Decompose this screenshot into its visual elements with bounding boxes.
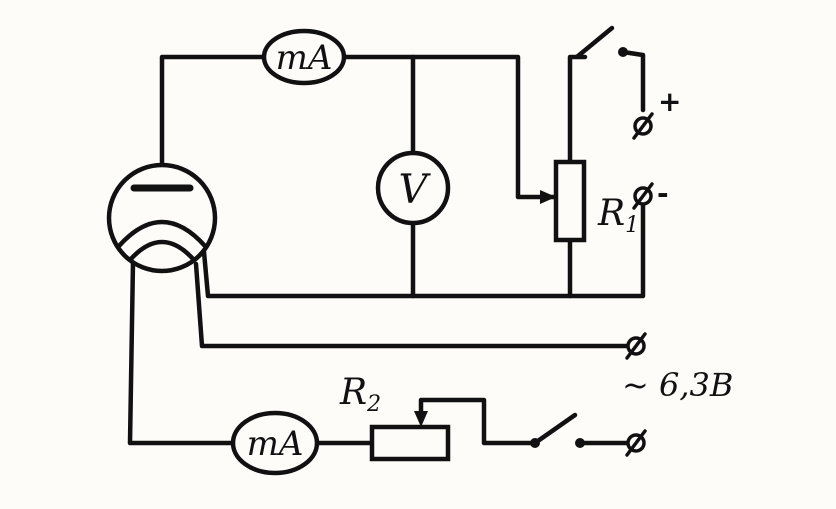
terminal-ac-upper	[625, 332, 647, 360]
milliammeter-bottom: mA	[230, 410, 320, 476]
resistor-r2-body	[369, 424, 451, 462]
ac-supply-label: ~ 6,3B	[622, 366, 733, 404]
terminal-ac-lower	[625, 429, 647, 457]
switch-bottom	[530, 412, 585, 448]
switch-top-contact	[618, 47, 628, 57]
tube-envelope	[106, 162, 218, 274]
resistor-r2-label: R2	[339, 372, 381, 417]
terminal-ac-upper-slash	[625, 332, 647, 360]
switch-bottom-contact	[575, 438, 585, 448]
milliammeter-top-label: mA	[276, 38, 333, 78]
wires	[127, 49, 646, 446]
voltmeter-body	[375, 150, 451, 226]
resistor-r1: R1	[540, 159, 639, 243]
wire-r2-wiper	[418, 397, 536, 446]
wire-filament-ac	[193, 261, 631, 349]
switch-bottom-blade	[532, 412, 578, 446]
wire-bottom-rail	[201, 202, 646, 299]
tube-filament-inner	[127, 239, 197, 263]
milliammeter-top-body	[261, 28, 347, 86]
voltmeter-label: V	[399, 167, 432, 213]
terminal-minus-label: -	[657, 177, 669, 210]
wire-top-main	[342, 54, 558, 200]
wire-cathode-circuit	[127, 259, 375, 446]
vacuum-tube	[106, 162, 218, 274]
resistor-r1-body	[553, 159, 587, 243]
milliammeter-top: mA	[261, 28, 347, 86]
resistor-r1-wiper-arrow	[540, 190, 556, 204]
terminal-minus: -	[632, 177, 669, 210]
terminal-ac-lower-slash	[625, 429, 647, 457]
voltmeter: V	[375, 150, 451, 226]
milliammeter-bottom-label: mA	[247, 424, 304, 464]
switch-top	[575, 25, 628, 59]
resistor-r2: R2	[339, 372, 451, 462]
resistor-r2-wiper-arrow	[414, 411, 428, 427]
tube-filament-outer	[116, 219, 208, 249]
terminal-plus-slash	[632, 112, 654, 140]
switch-top-blade	[575, 25, 615, 59]
milliammeter-bottom-body	[230, 410, 320, 476]
wire-anode-top	[159, 54, 268, 188]
wire-plus-lead	[620, 49, 646, 113]
terminal-minus-slash	[632, 182, 654, 210]
terminal-plus: +	[632, 85, 681, 140]
terminal-plus-label: +	[658, 85, 681, 118]
resistor-r1-label: R1	[597, 193, 639, 238]
